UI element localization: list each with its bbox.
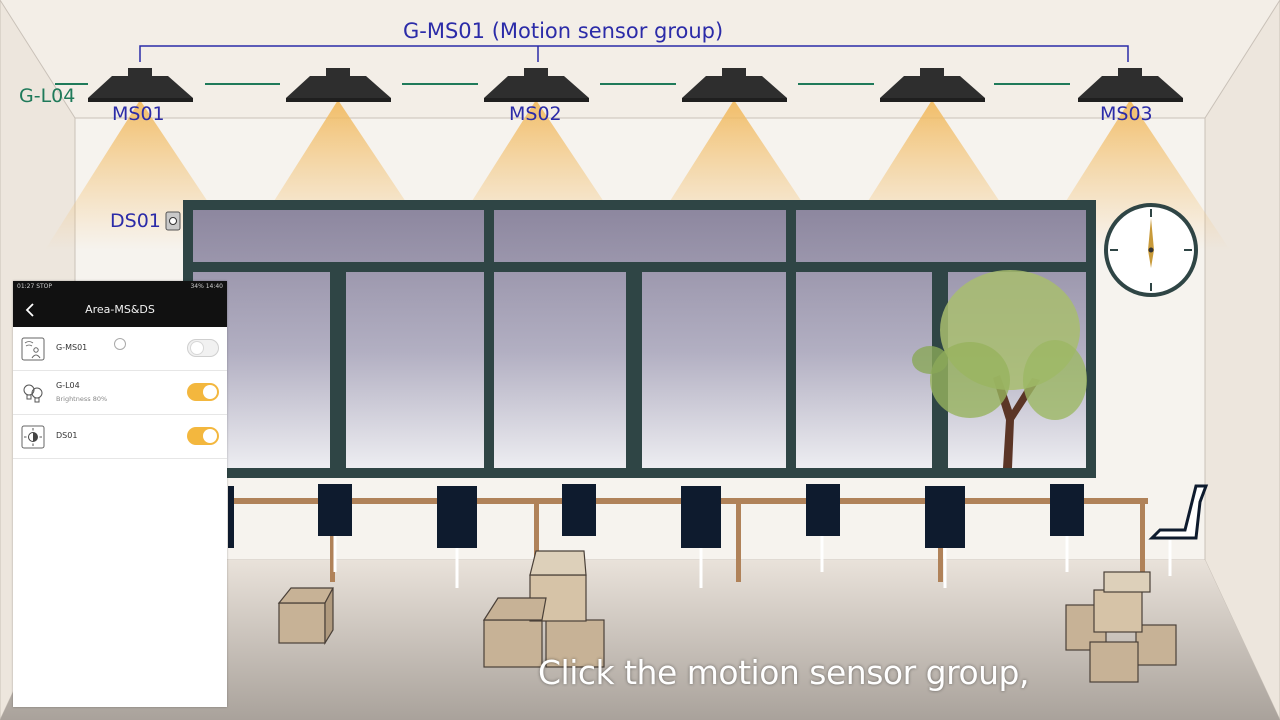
light-group-label: G-L04 bbox=[19, 85, 76, 107]
ds01-toggle[interactable] bbox=[187, 427, 219, 445]
lamp-3 bbox=[484, 68, 589, 102]
motion-sensor-group-label: G-MS01 (Motion sensor group) bbox=[403, 19, 724, 43]
g-l04-toggle[interactable] bbox=[187, 383, 219, 401]
sensor-label-ms03: MS03 bbox=[1100, 103, 1153, 125]
list-item-name: G-MS01 bbox=[56, 343, 88, 352]
toggle-knob bbox=[190, 341, 204, 355]
motion-sensor-icon bbox=[21, 337, 45, 361]
cardboard-boxes bbox=[277, 550, 1177, 683]
status-bar: 01:27 STOP 34% 14:40 bbox=[13, 281, 227, 293]
desk-and-chairs bbox=[228, 484, 1209, 588]
daylight-sensor-label: DS01 bbox=[110, 210, 161, 232]
lamp-4 bbox=[682, 68, 787, 102]
lamp-2 bbox=[286, 68, 391, 102]
light-bulbs-icon bbox=[23, 384, 43, 403]
selection-radio[interactable] bbox=[114, 338, 126, 350]
g-ms01-toggle[interactable] bbox=[187, 339, 219, 357]
wall-clock bbox=[1104, 203, 1198, 297]
list-item-name: DS01 bbox=[56, 431, 78, 440]
motion-group-bracket bbox=[139, 45, 1129, 62]
sensor-label-ms01: MS01 bbox=[112, 103, 165, 125]
toggle-knob bbox=[203, 429, 217, 443]
office-window bbox=[183, 200, 1096, 478]
lamp-6 bbox=[1078, 68, 1183, 102]
brightness-text: Brightness 80% bbox=[56, 395, 108, 403]
tree bbox=[912, 270, 1087, 468]
app-title: Area-MS&DS bbox=[85, 303, 155, 316]
high-bay-lights bbox=[88, 68, 1183, 102]
caption-subtitle: Click the motion sensor group, bbox=[538, 653, 1030, 692]
list-item-name: G-L04 bbox=[56, 381, 80, 390]
phone-app: 01:27 STOP 34% 14:40 Area-MS&DS G-MS01 G… bbox=[13, 281, 227, 707]
sensor-label-ms02: MS02 bbox=[509, 103, 562, 125]
list-item-ds01[interactable]: DS01 bbox=[13, 415, 227, 459]
lamp-5 bbox=[880, 68, 985, 102]
status-left: 01:27 STOP bbox=[17, 283, 53, 290]
list-item-g-l04[interactable]: G-L04 Brightness 80% bbox=[13, 371, 227, 415]
status-right: 34% 14:40 bbox=[190, 283, 223, 290]
back-arrow-icon[interactable] bbox=[19, 299, 41, 321]
list-item-g-ms01[interactable]: G-MS01 bbox=[13, 327, 227, 371]
daylight-sensor-icon bbox=[21, 425, 45, 449]
lamp-1 bbox=[88, 68, 193, 102]
toggle-knob bbox=[203, 385, 217, 399]
app-bar: Area-MS&DS bbox=[13, 293, 227, 327]
